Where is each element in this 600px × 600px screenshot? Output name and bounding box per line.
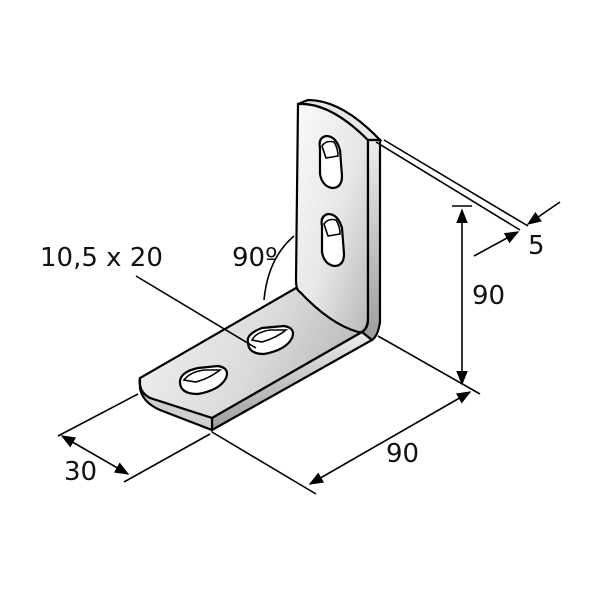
- angle-bracket: [138, 98, 383, 432]
- width-dimension: 30: [57, 393, 211, 487]
- thickness-dimension: 5: [375, 139, 561, 261]
- length-label: 90: [386, 439, 419, 469]
- angle-annotation: 90º: [232, 235, 295, 301]
- vertical-leg-side-edge: [360, 138, 382, 342]
- height-dimension: 90: [452, 205, 505, 386]
- height-label: 90: [472, 281, 505, 311]
- slot-size-label: 10,5 x 20: [40, 243, 163, 273]
- angle-label: 90º: [232, 243, 277, 273]
- length-dimension: 90: [211, 335, 481, 495]
- slot-size-annotation: 10,5 x 20: [40, 243, 257, 349]
- width-label: 30: [64, 457, 97, 487]
- thickness-label: 5: [528, 231, 545, 261]
